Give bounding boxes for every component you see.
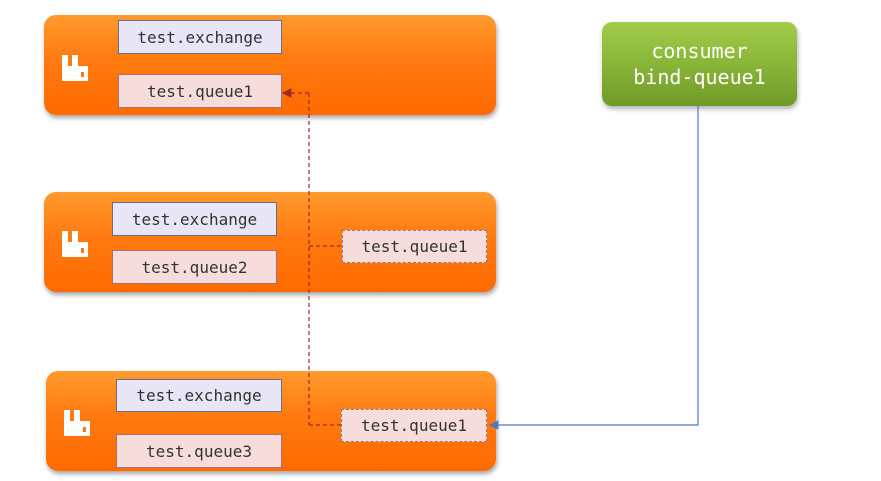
rabbitmq-node-1: test.exchange test.queue1 (44, 15, 496, 115)
consumer-binding-line (488, 106, 699, 430)
rabbitmq-logo-icon (64, 410, 90, 436)
rabbitmq-node-3: test.exchange test.queue3 test.queue1 (46, 371, 496, 471)
consumer-box: consumer bind-queue1 (602, 22, 797, 106)
consumer-title: consumer (651, 39, 748, 63)
queue-label: test.queue3 (116, 434, 282, 468)
rabbitmq-node-2: test.exchange test.queue2 test.queue1 (44, 192, 496, 292)
mirror-queue-label: test.queue1 (341, 409, 487, 442)
exchange-label: test.exchange (112, 202, 277, 236)
mirror-queue-label: test.queue1 (342, 230, 487, 263)
queue-label: test.queue2 (112, 250, 277, 284)
consumer-binding: bind-queue1 (633, 65, 766, 89)
rabbitmq-logo-icon (62, 231, 88, 257)
exchange-label: test.exchange (116, 379, 282, 412)
exchange-label: test.exchange (118, 20, 282, 54)
rabbitmq-logo-icon (62, 55, 88, 81)
queue-label: test.queue1 (118, 74, 282, 108)
